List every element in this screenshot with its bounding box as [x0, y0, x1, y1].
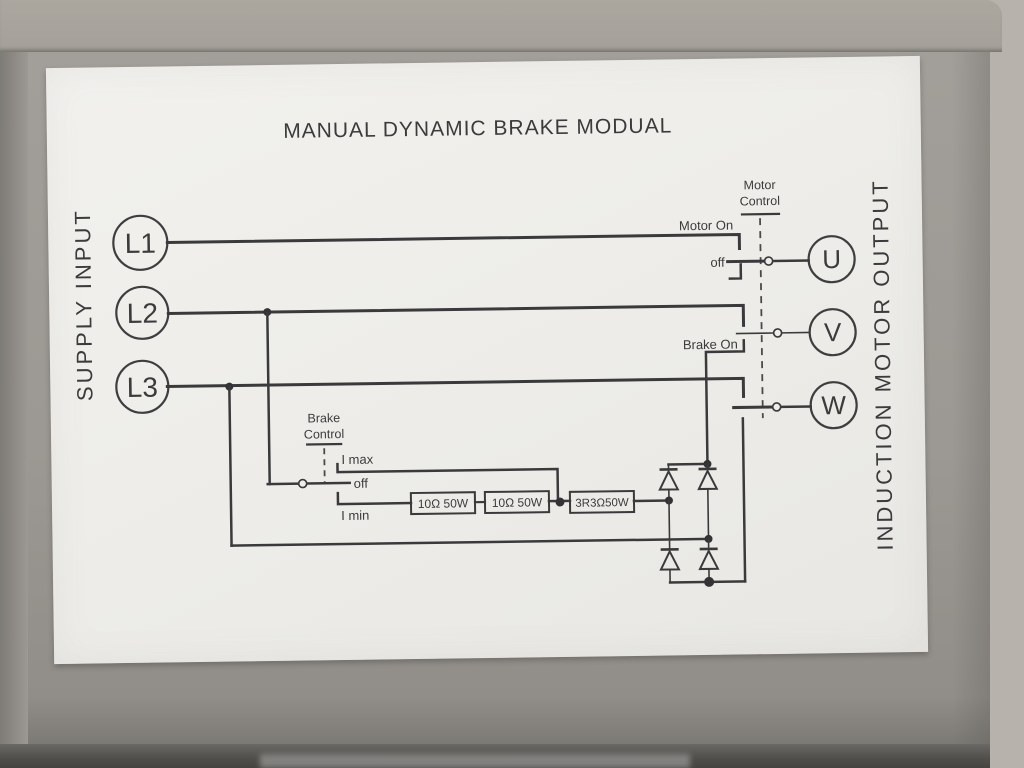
supply-input-label: SUPPLY INPUT	[70, 208, 98, 401]
l3-supply-wire	[165, 376, 746, 398]
u-switch-off-label: off	[710, 255, 725, 270]
enclosure-left-edge	[0, 52, 28, 768]
w-phase-switch	[732, 402, 812, 583]
diode-upper-left-icon	[658, 469, 680, 491]
schematic-label-plate: MANUAL DYNAMIC BRAKE MODUAL SUPPLY INPUT…	[45, 55, 929, 665]
brake-switch-pivot	[297, 478, 308, 489]
motor-control-tick	[740, 212, 781, 216]
v-switch-lever	[735, 332, 774, 335]
i-max-junction-dot	[555, 497, 565, 507]
brake-on-label: Brake On	[683, 336, 738, 352]
diode-lower-right-icon	[698, 548, 720, 571]
brake-on-contact-wire	[704, 339, 746, 465]
motor-control-label-line1: Motor	[744, 178, 776, 192]
brake-off-label: off	[354, 476, 369, 491]
w-switch-lower-contact-wire	[741, 417, 747, 583]
l3-branch-wire	[228, 385, 233, 547]
resistor-3-value: 3R3Ω50W	[575, 497, 629, 510]
u-switch-lower-contact	[728, 263, 743, 280]
i-max-label: I max	[341, 452, 373, 467]
wiring-diagram: MANUAL DYNAMIC BRAKE MODUAL SUPPLY INPUT…	[70, 114, 898, 587]
motor-control-label-line2: Control	[740, 194, 780, 209]
motor-control-switch-group: Motor Control	[740, 178, 781, 419]
v-switch-pivot	[772, 328, 783, 338]
brake-resistor-chain: 10Ω 50W 10Ω 50W 3R3Ω50W	[409, 489, 671, 516]
bridge-rectifier	[228, 385, 747, 587]
enclosure-right-edge	[952, 52, 990, 768]
terminal-w: W	[809, 381, 858, 430]
bridge-top-rail	[667, 462, 709, 466]
bridge-ac2-rail	[230, 537, 710, 547]
induction-motor-output-label: INDUCTION MOTOR OUTPUT	[868, 178, 898, 551]
brake-switch-lever	[306, 481, 351, 485]
bridge-bottom-dot	[704, 576, 715, 587]
terminal-v: V	[808, 308, 857, 357]
terminal-v-text: V	[824, 317, 842, 347]
brake-control-label-line1: Brake	[307, 411, 340, 425]
enclosure-top-surface	[0, 0, 1002, 52]
motor-control-dashed-link	[759, 218, 764, 419]
i-min-contact-wire	[336, 491, 413, 506]
bridge-left-mid-wire	[668, 499, 671, 551]
diode-lower-left-icon	[659, 549, 681, 571]
resistor-2-value: 10Ω 50W	[492, 495, 543, 510]
i-max-bypass-wire	[336, 462, 560, 504]
v-phase-switch: Brake On	[683, 328, 811, 465]
brake-pole-wire-from-l2	[266, 311, 271, 486]
terminal-u: U	[807, 235, 856, 284]
diagram-title: MANUAL DYNAMIC BRAKE MODUAL	[283, 114, 672, 142]
brake-control-label-line2: Control	[304, 427, 344, 442]
terminal-l3-text: L3	[127, 372, 159, 403]
terminal-l3: L3	[115, 359, 170, 414]
terminal-u-text: U	[822, 244, 841, 274]
w-switch-lever	[732, 405, 774, 410]
resistor-1-value: 10Ω 50W	[418, 496, 469, 511]
u-phase-switch: Motor On off	[679, 218, 810, 280]
l2-supply-wire	[166, 303, 746, 327]
terminal-l2: L2	[115, 285, 170, 340]
terminal-l2-text: L2	[127, 298, 159, 329]
motor-on-label: Motor On	[679, 218, 733, 234]
diode-upper-right-icon	[697, 468, 719, 491]
diode-lead	[707, 488, 710, 540]
u-switch-lever	[726, 259, 766, 264]
w-switch-pivot	[771, 402, 782, 412]
brake-control-switch-group: Brake Control I max off I min	[266, 311, 560, 523]
terminal-l1: L1	[112, 214, 169, 271]
terminal-l1-text: L1	[125, 228, 157, 259]
floor-reflection	[260, 754, 690, 768]
i-min-label: I min	[341, 508, 369, 523]
u-switch-pivot	[763, 256, 774, 266]
l1-supply-wire	[165, 232, 741, 250]
terminal-w-text: W	[821, 390, 846, 420]
